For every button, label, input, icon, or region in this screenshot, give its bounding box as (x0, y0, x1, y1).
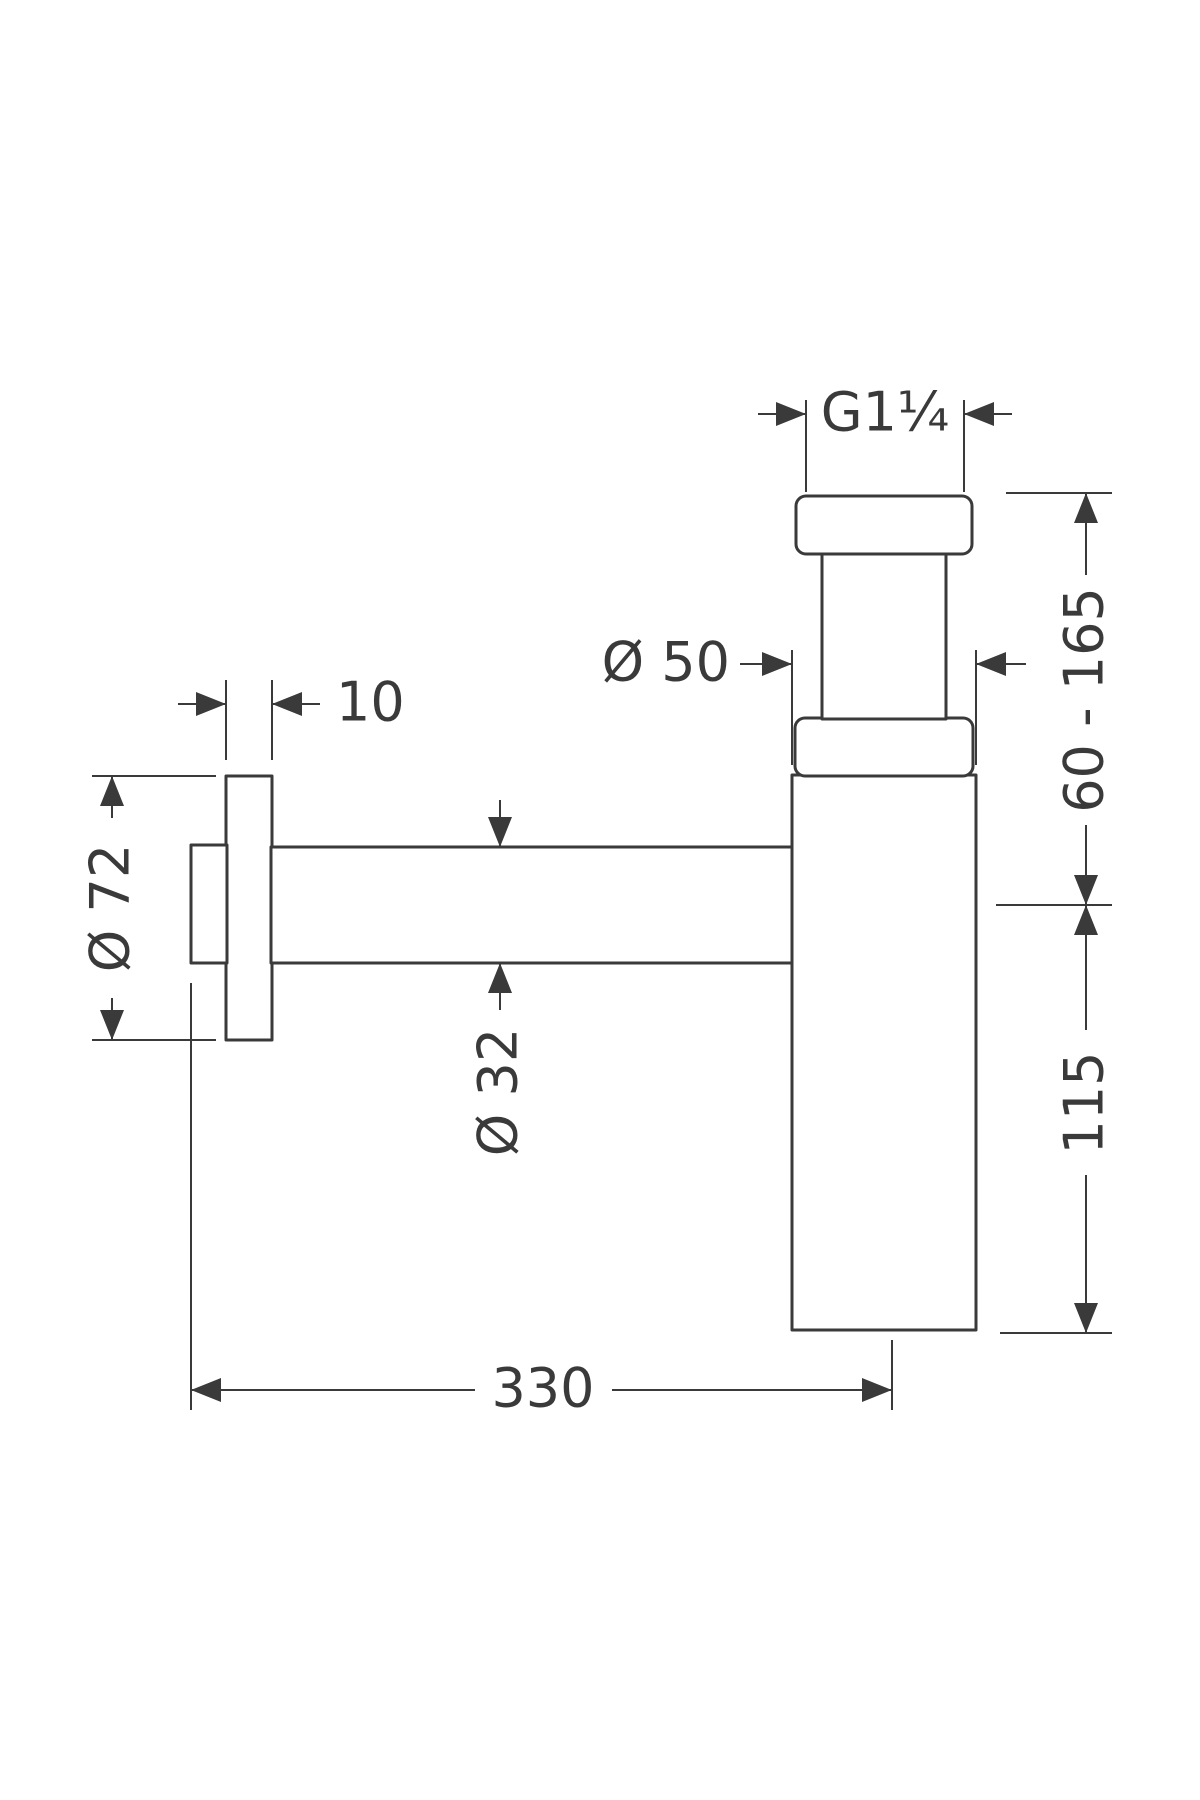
label-body-height: 115 (1053, 1051, 1116, 1154)
arrow-rosette-right (272, 692, 302, 716)
arrow-rosette-left (196, 692, 226, 716)
label-pipe-diameter: Ø 32 (467, 1028, 530, 1156)
inlet-tube (820, 550, 948, 721)
drain-pipe (269, 845, 795, 965)
arrow-outlet-left (762, 652, 792, 676)
arrow-thread-right (964, 402, 994, 426)
arrow-diam72-bottom (100, 1010, 124, 1040)
dimension-lines (92, 400, 1112, 1410)
arrow-height-adjust-top (1074, 493, 1098, 523)
label-outlet-diameter: Ø 50 (602, 631, 730, 694)
label-rosette-thickness: 10 (336, 671, 405, 734)
bottle-body (790, 773, 978, 1332)
arrow-length-right (862, 1378, 892, 1402)
dimension-labels: G1¼ Ø 50 10 Ø 72 Ø 32 60 - 165 115 330 (79, 381, 1116, 1420)
top-nut (794, 494, 974, 556)
label-total-length: 330 (491, 1357, 594, 1420)
arrow-body-height-top (1074, 905, 1098, 935)
arrow-pipe-bottom (488, 963, 512, 993)
arrow-height-adjust-bottom (1074, 875, 1098, 905)
wall-sleeve (189, 843, 229, 965)
label-height-adjust: 60 - 165 (1053, 587, 1116, 813)
trap-parts (189, 494, 978, 1332)
arrow-length-left (191, 1378, 221, 1402)
arrow-outlet-right (976, 652, 1006, 676)
wall-rosette (224, 774, 274, 1042)
body-collar (793, 716, 975, 778)
arrow-pipe-top (488, 817, 512, 847)
arrow-body-height-bottom (1074, 1303, 1098, 1333)
label-thread: G1¼ (821, 381, 950, 444)
arrow-thread-left (776, 402, 806, 426)
label-rosette-diameter: Ø 72 (79, 844, 142, 972)
arrow-diam72-top (100, 776, 124, 806)
